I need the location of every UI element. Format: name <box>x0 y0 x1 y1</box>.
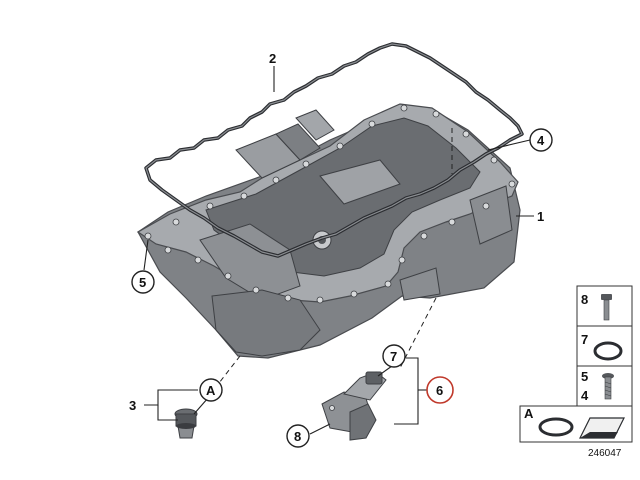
callout-8-label: 8 <box>294 429 301 444</box>
legend-5-label: 5 <box>581 369 588 384</box>
callout-6-label: 6 <box>436 383 443 398</box>
callout-A-circle[interactable] <box>199 378 223 402</box>
leader-4 <box>487 139 531 151</box>
leader-3b <box>157 405 178 421</box>
oil-pan-gasket <box>144 42 524 258</box>
leader-5 <box>143 239 149 271</box>
callout-8-circle[interactable] <box>286 424 310 448</box>
callout-A-label: A <box>206 383 216 398</box>
legend-A-label: A <box>524 406 534 421</box>
callout-2-label: 2 <box>269 51 276 66</box>
callout-4-circle[interactable] <box>529 128 553 152</box>
drain-plug <box>174 408 198 439</box>
sheet-icon <box>579 417 625 439</box>
oil-level-sensor <box>321 371 387 441</box>
small-parts-legend: 8 7 5 4 A <box>519 285 633 443</box>
callout-1-label: 1 <box>537 209 544 224</box>
callout-7-circle[interactable] <box>382 344 406 368</box>
callout-5-circle[interactable] <box>131 270 155 294</box>
screw-icon <box>602 373 614 400</box>
leader-7-6 <box>394 357 419 425</box>
leader-3 <box>144 389 198 406</box>
callout-7-label: 7 <box>390 349 397 364</box>
legend-4-label: 4 <box>581 388 589 403</box>
callout-4-label: 4 <box>537 133 545 148</box>
legend-8-label: 8 <box>581 292 588 307</box>
callout-5-label: 5 <box>139 275 146 290</box>
legend-cell-5-4[interactable] <box>576 365 633 407</box>
sealing-ring-icon <box>593 341 623 361</box>
bolt-icon <box>601 294 612 321</box>
o-ring-icon <box>538 417 574 437</box>
leader-A <box>193 397 209 415</box>
leader-7 <box>377 365 393 377</box>
leader-8 <box>309 423 331 435</box>
document-number: 246047 <box>588 448 622 459</box>
oil-pan <box>136 103 521 359</box>
callout-3-label: 3 <box>129 398 136 413</box>
callout-6-circle[interactable] <box>426 376 454 404</box>
legend-7-label: 7 <box>581 332 588 347</box>
sensor-axis-line <box>399 297 437 369</box>
